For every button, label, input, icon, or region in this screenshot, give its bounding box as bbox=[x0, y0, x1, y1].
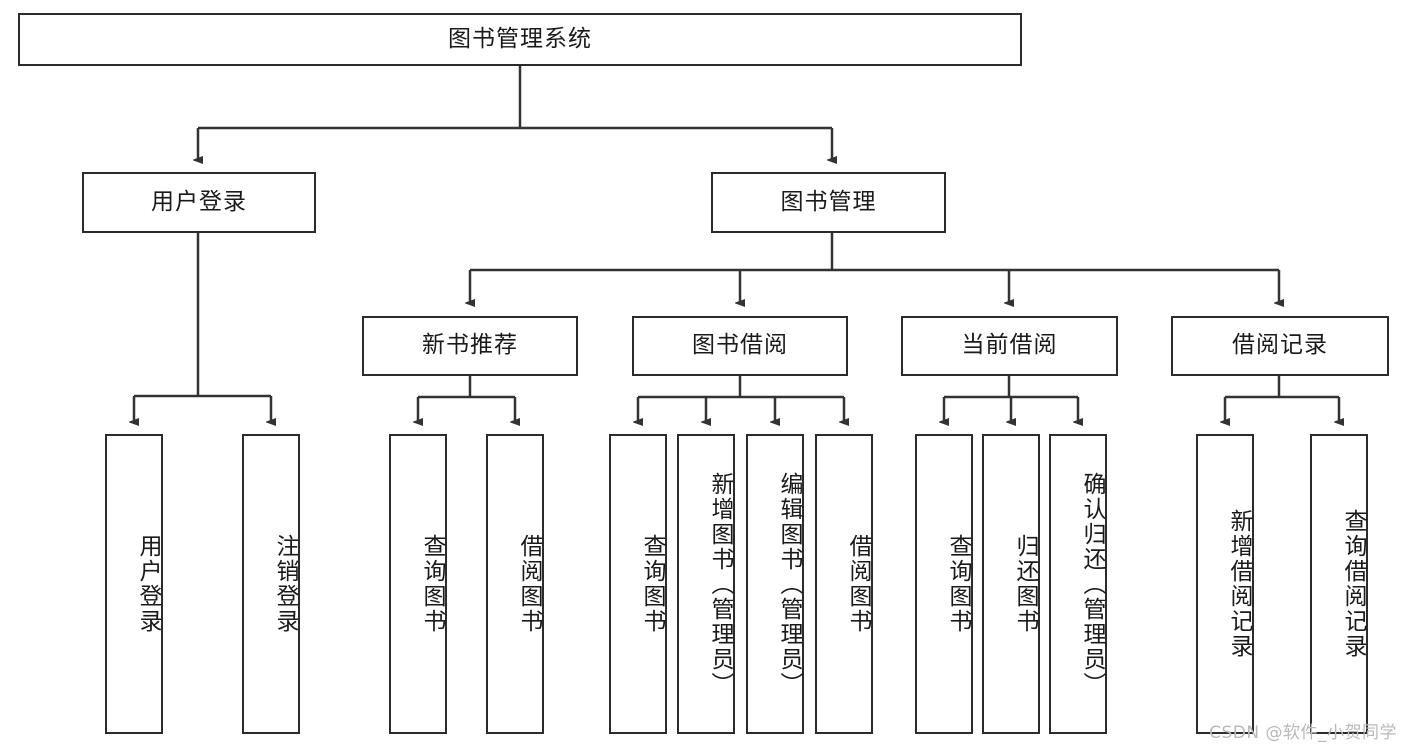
node-label: 查询图书 bbox=[419, 534, 445, 634]
node-label: 新书推荐 bbox=[422, 332, 518, 359]
node-book-management[interactable]: 图书管理 bbox=[711, 172, 946, 233]
node-label: 图书借阅 bbox=[692, 332, 788, 359]
node-borrow-record[interactable]: 借阅记录 bbox=[1171, 316, 1389, 376]
node-leaf-query-borrow-record[interactable]: 查询借阅记录 bbox=[1310, 434, 1368, 734]
node-label: 用户登录 bbox=[135, 534, 161, 634]
node-label: 查询借阅记录 bbox=[1340, 509, 1366, 659]
node-leaf-query-book-borrow[interactable]: 查询图书 bbox=[609, 434, 667, 734]
node-label: 注销登录 bbox=[272, 534, 298, 634]
node-label: 借阅图书 bbox=[845, 534, 871, 634]
node-leaf-query-book-current[interactable]: 查询图书 bbox=[915, 434, 973, 734]
node-leaf-add-borrow-record[interactable]: 新增借阅记录 bbox=[1196, 434, 1254, 734]
node-leaf-query-book-recommend[interactable]: 查询图书 bbox=[389, 434, 447, 734]
node-label: 确认归还（管理员） bbox=[1079, 471, 1105, 697]
node-leaf-return-book[interactable]: 归还图书 bbox=[982, 434, 1040, 734]
node-root-system[interactable]: 图书管理系统 bbox=[18, 13, 1022, 66]
node-label: 借阅图书 bbox=[516, 534, 542, 634]
node-user-login[interactable]: 用户登录 bbox=[82, 172, 316, 233]
node-current-borrow[interactable]: 当前借阅 bbox=[901, 316, 1118, 376]
node-label: 图书管理系统 bbox=[448, 25, 592, 52]
node-book-borrow[interactable]: 图书借阅 bbox=[632, 316, 848, 376]
node-label: 编辑图书（管理员） bbox=[776, 471, 802, 697]
node-label: 新增图书（管理员） bbox=[707, 471, 733, 697]
node-label: 借阅记录 bbox=[1232, 332, 1328, 359]
node-label: 图书管理 bbox=[780, 188, 877, 215]
node-label: 当前借阅 bbox=[961, 332, 1058, 359]
node-label: 查询图书 bbox=[639, 534, 665, 634]
node-label: 归还图书 bbox=[1012, 534, 1038, 634]
node-leaf-logout[interactable]: 注销登录 bbox=[242, 434, 300, 734]
node-leaf-borrow-book[interactable]: 借阅图书 bbox=[815, 434, 873, 734]
node-leaf-user-login[interactable]: 用户登录 bbox=[105, 434, 163, 734]
node-leaf-borrow-book-recommend[interactable]: 借阅图书 bbox=[486, 434, 544, 734]
node-new-book-recommend[interactable]: 新书推荐 bbox=[362, 316, 578, 376]
node-label: 用户登录 bbox=[151, 188, 247, 215]
csdn-watermark: CSDN @软件_小贺同学 bbox=[1209, 723, 1397, 743]
node-label: 查询图书 bbox=[945, 534, 971, 634]
node-leaf-add-book-admin[interactable]: 新增图书（管理员） bbox=[677, 434, 735, 734]
node-leaf-edit-book-admin[interactable]: 编辑图书（管理员） bbox=[746, 434, 804, 734]
node-leaf-confirm-return-admin[interactable]: 确认归还（管理员） bbox=[1049, 434, 1107, 734]
node-label: 新增借阅记录 bbox=[1226, 509, 1252, 659]
